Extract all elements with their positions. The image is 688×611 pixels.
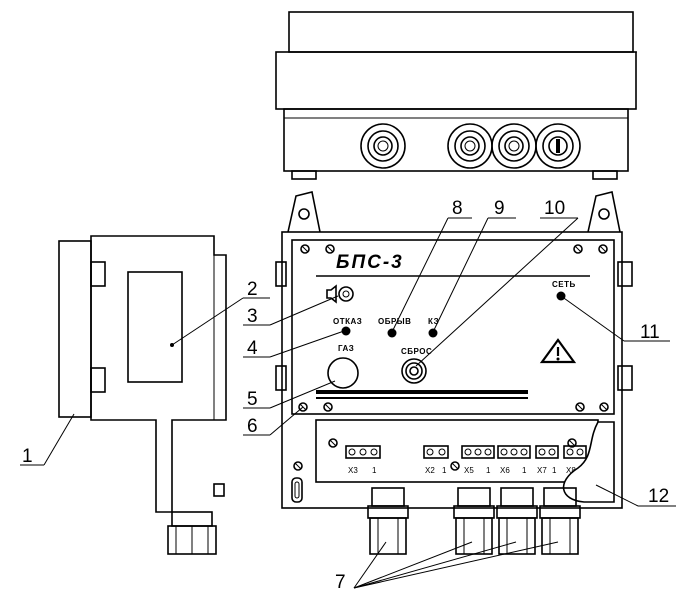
terminal-pin: 1 xyxy=(442,466,447,475)
side-view-window xyxy=(127,271,183,383)
housing xyxy=(281,231,623,509)
terminal-block xyxy=(497,445,531,459)
side-gland xyxy=(167,511,217,555)
label-reset: СБРОС xyxy=(401,347,432,356)
callout-7: 7 xyxy=(335,572,346,593)
callout-5: 5 xyxy=(247,389,258,410)
label-gas: ГАЗ xyxy=(338,344,354,353)
terminal-pin: 1 xyxy=(486,466,491,475)
front-view: БПС-3 ОТКАЗ ГАЗ ОБРЫВ КЗ СБРОС СЕТЬ xyxy=(275,191,633,555)
side-view-body xyxy=(90,235,227,513)
callout-8: 8 xyxy=(452,198,463,219)
terminal-name: X3 xyxy=(348,466,358,475)
panel-screw xyxy=(300,244,310,254)
panel-bar xyxy=(316,397,528,399)
callout-3: 3 xyxy=(247,306,258,327)
terminal-block xyxy=(345,445,381,459)
terminal-screw xyxy=(567,438,577,448)
callout-4: 4 xyxy=(247,338,258,359)
mounting-ear-left xyxy=(287,191,321,233)
terminal-pin: 1 xyxy=(372,466,377,475)
device-title: БПС-3 xyxy=(336,252,404,273)
side-view-lid xyxy=(58,240,92,418)
panel-screw xyxy=(575,402,585,412)
terminal-name: X7 xyxy=(537,466,547,475)
cable-gland xyxy=(539,487,581,555)
cutaway-section xyxy=(562,421,615,503)
top-view-lid xyxy=(288,11,634,53)
buzzer-icon xyxy=(326,284,354,304)
indicator-short xyxy=(428,328,438,338)
terminal-name: X2 xyxy=(425,466,435,475)
cable-gland xyxy=(367,487,409,555)
fuse-holder xyxy=(291,477,303,503)
label-mains: СЕТЬ xyxy=(552,280,576,289)
terminal-screw xyxy=(328,438,338,448)
gas-window xyxy=(327,357,359,389)
terminal-screw xyxy=(450,461,460,471)
callout-numbers: 1 2 3 4 5 6 7 8 9 10 11 12 xyxy=(22,198,669,593)
panel-screw xyxy=(599,402,609,412)
callout-11: 11 xyxy=(640,322,660,343)
cable-gland xyxy=(496,487,538,555)
terminal-block xyxy=(461,445,495,459)
terminal-name: X5 xyxy=(464,466,474,475)
terminal-name: X6 xyxy=(500,466,510,475)
terminal-block xyxy=(535,445,559,459)
top-gland xyxy=(491,123,537,169)
callout-9: 9 xyxy=(494,198,505,219)
callout-2: 2 xyxy=(247,279,258,300)
reset-button[interactable] xyxy=(401,358,427,384)
terminal-pin: 1 xyxy=(522,466,527,475)
leader-lines xyxy=(20,217,676,589)
callout-1: 1 xyxy=(22,446,33,467)
terminal-name: X8 xyxy=(566,466,576,475)
warning-icon xyxy=(539,338,577,364)
mounting-ear-right xyxy=(587,191,621,233)
top-view xyxy=(275,11,637,180)
panel-screw xyxy=(598,244,608,254)
side-latch xyxy=(90,261,106,287)
panel-screw xyxy=(323,402,333,412)
terminal-block xyxy=(423,445,449,459)
top-gland xyxy=(360,123,406,169)
callout-6: 6 xyxy=(247,416,258,437)
top-view-foot xyxy=(291,170,317,180)
top-view-lower-body xyxy=(283,108,629,172)
top-view-upper-body xyxy=(275,51,637,110)
label-fault: ОТКАЗ xyxy=(333,317,362,326)
side-view xyxy=(58,235,227,555)
callout-10: 10 xyxy=(544,198,565,219)
top-gland xyxy=(535,123,581,169)
terminal-pin: 1 xyxy=(552,466,557,475)
indicator-fault xyxy=(341,326,351,336)
side-latch xyxy=(90,367,106,393)
top-gland xyxy=(447,123,493,169)
label-short: КЗ xyxy=(428,317,439,326)
terminal-block xyxy=(563,445,587,459)
callout-12: 12 xyxy=(648,486,669,507)
panel-screw xyxy=(325,244,335,254)
panel-bar xyxy=(316,390,528,394)
cable-gland xyxy=(453,487,495,555)
terminal-screw xyxy=(293,461,303,471)
top-view-foot xyxy=(592,170,618,180)
panel-screw xyxy=(573,244,583,254)
indicator-break xyxy=(387,328,397,338)
label-break: ОБРЫВ xyxy=(378,317,411,326)
